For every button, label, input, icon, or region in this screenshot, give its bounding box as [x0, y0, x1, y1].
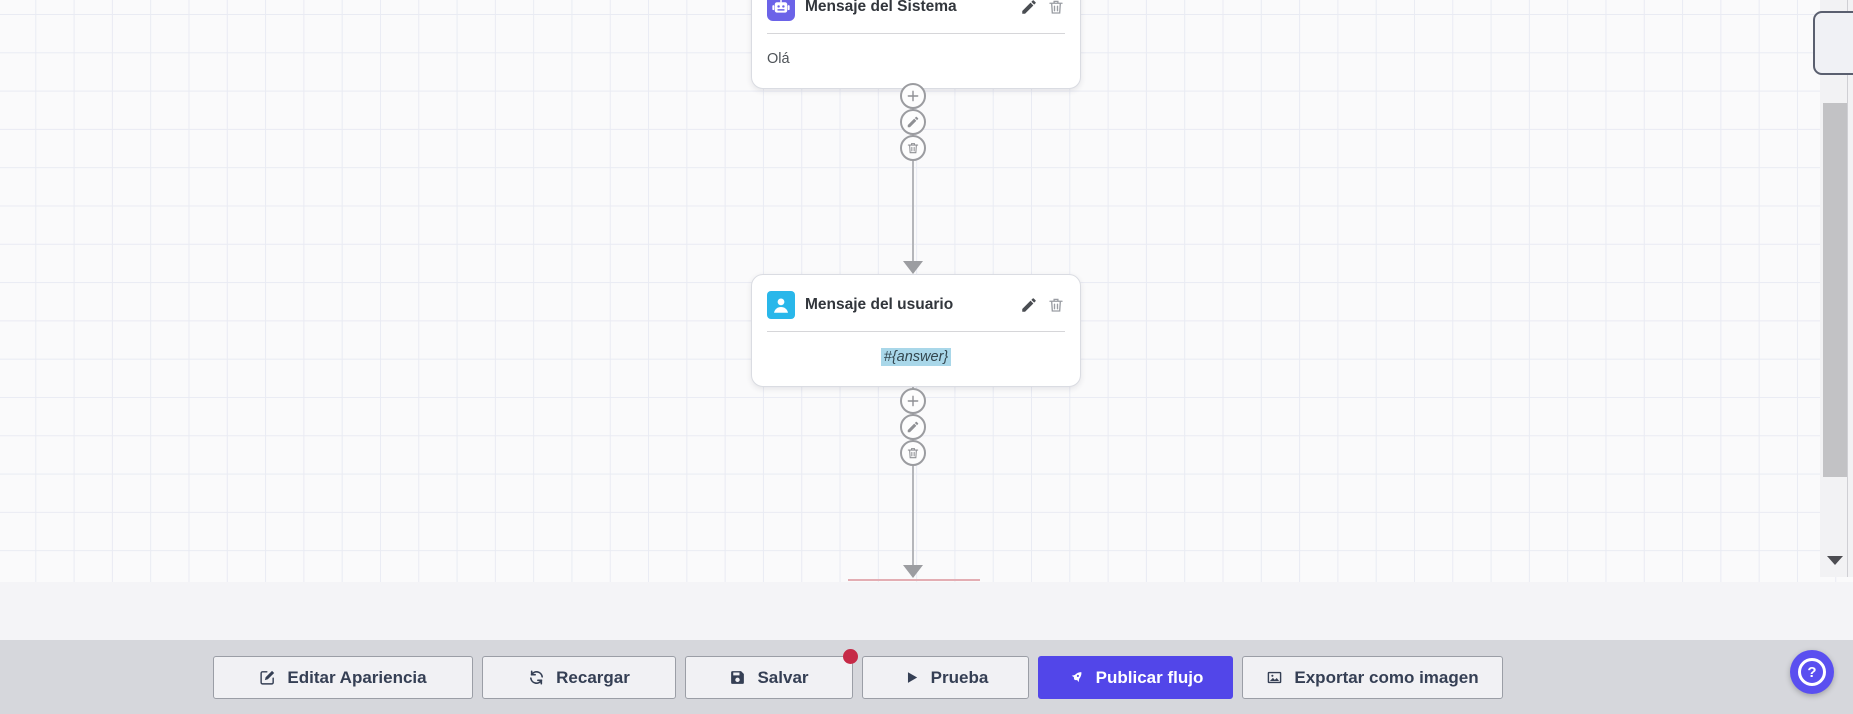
divider — [767, 331, 1065, 332]
test-button[interactable]: Prueba — [862, 656, 1029, 699]
add-node-button[interactable] — [900, 388, 926, 414]
add-node-button[interactable] — [900, 83, 926, 109]
flow-canvas[interactable]: Mensaje del Sistema Olá — [0, 0, 1853, 582]
play-icon — [907, 672, 917, 683]
publish-flow-button[interactable]: Publicar flujo — [1038, 656, 1233, 699]
edit-appearance-button[interactable]: Editar Apariencia — [213, 656, 473, 699]
toolbar: Editar Apariencia Recargar Salvar Prueba… — [213, 649, 1503, 699]
delete-node-icon[interactable] — [1047, 296, 1065, 314]
clipped-canvas-panel[interactable] — [1813, 11, 1853, 75]
delete-connector-button[interactable] — [900, 135, 926, 161]
save-icon — [731, 671, 745, 684]
connector-arrow-icon — [903, 261, 923, 274]
node-user-message[interactable]: Mensaje del usuario #{answer} — [751, 274, 1081, 387]
unsaved-changes-badge — [843, 649, 858, 664]
save-button[interactable]: Salvar — [685, 649, 858, 699]
node-system-message[interactable]: Mensaje del Sistema Olá — [751, 0, 1081, 89]
node-content: #{answer} — [767, 348, 1065, 366]
node-header: Mensaje del usuario — [767, 291, 1065, 319]
help-button[interactable]: ? — [1790, 650, 1834, 694]
connector-line — [912, 384, 914, 567]
scrollbar-edge-line — [1847, 0, 1848, 577]
clipped-next-node-edge — [848, 579, 980, 581]
edit-node-icon[interactable] — [1020, 296, 1038, 314]
variable-chip[interactable]: #{answer} — [880, 348, 952, 366]
rocket-icon — [1071, 672, 1082, 683]
node-title: Mensaje del usuario — [805, 296, 954, 313]
node-header: Mensaje del Sistema — [767, 0, 1065, 21]
reload-button[interactable]: Recargar — [482, 656, 676, 699]
refresh-icon — [530, 670, 544, 685]
scrollbar-thumb[interactable] — [1823, 103, 1848, 477]
edit-node-icon[interactable] — [1020, 0, 1038, 16]
delete-connector-button[interactable] — [900, 440, 926, 466]
node-title: Mensaje del Sistema — [805, 0, 957, 15]
question-mark-icon: ? — [1798, 658, 1826, 686]
divider — [767, 33, 1065, 34]
robot-icon — [767, 0, 795, 21]
edit-square-icon — [260, 670, 275, 685]
edit-connector-button[interactable] — [900, 109, 926, 135]
export-image-button[interactable]: Exportar como imagen — [1242, 656, 1503, 699]
delete-node-icon[interactable] — [1047, 0, 1065, 16]
edit-connector-button[interactable] — [900, 414, 926, 440]
canvas-footer-gap — [0, 582, 1853, 640]
person-icon — [767, 291, 795, 319]
connector-line — [912, 81, 914, 263]
node-content: Olá — [767, 51, 790, 67]
scroll-down-arrow-icon[interactable] — [1827, 556, 1843, 565]
connector-arrow-icon — [903, 565, 923, 578]
image-icon — [1268, 671, 1282, 684]
